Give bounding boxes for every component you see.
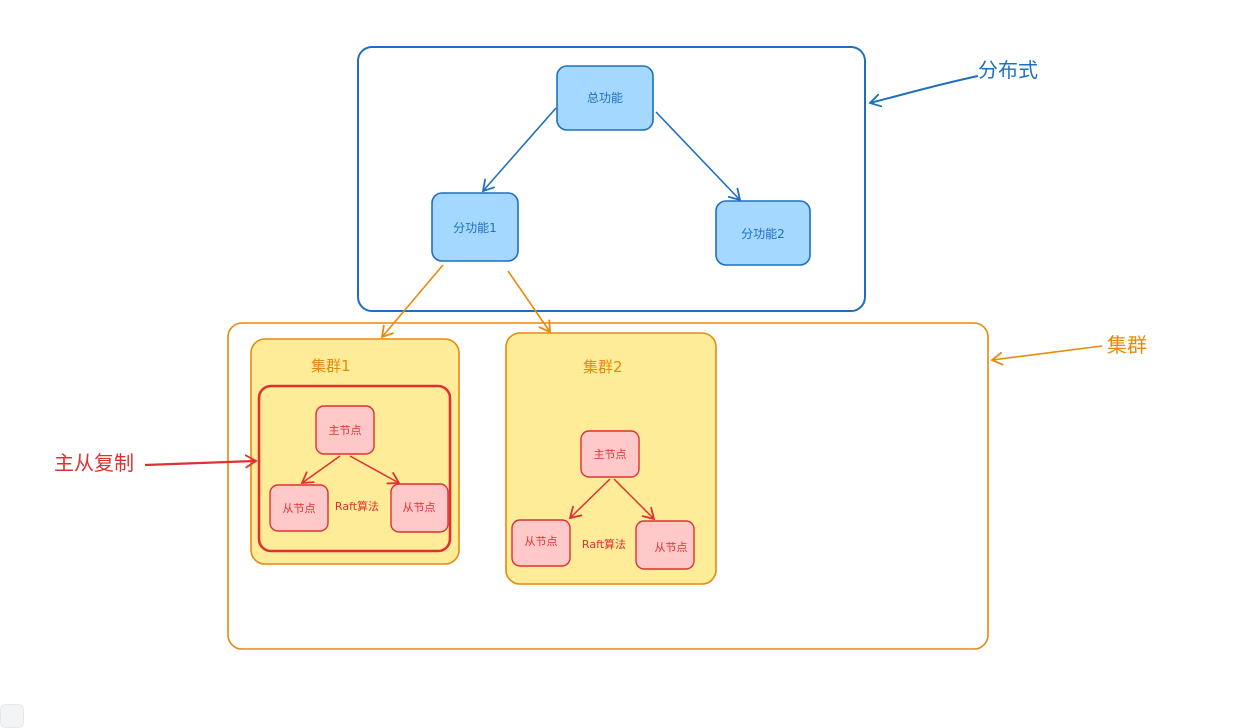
main-function-node: 总功能: [556, 65, 654, 131]
cluster-label: 集群: [1107, 333, 1147, 357]
cluster-1: 集群1 主节点 从节点 从节点 Raft算法: [250, 338, 460, 565]
cluster-1-slave-left-node: 从节点: [269, 484, 329, 532]
cluster-2-slave-left-node: 从节点: [511, 519, 571, 567]
main-function-label: 总功能: [587, 91, 623, 105]
cluster-1-master-node: 主节点: [315, 405, 375, 455]
cluster-1-master-label: 主节点: [329, 424, 362, 437]
cluster-1-arrow-right: [349, 455, 401, 485]
cluster-pointer-arrow: [990, 345, 1103, 366]
cluster-2-slave-left-label: 从节点: [525, 535, 558, 548]
cluster-2-arrow-left: [568, 478, 611, 520]
cluster-1-arrow-left: [300, 455, 341, 485]
cluster-2-master-label: 主节点: [594, 448, 627, 461]
replication-frame: [257, 384, 452, 553]
replication-pointer-arrow: [144, 454, 258, 469]
cluster-2: 集群2 主节点 从节点 从节点 Raft算法: [505, 332, 717, 585]
cluster-2-algorithm: Raft算法: [582, 537, 626, 551]
arrow-sub1-to-cluster2: [507, 270, 551, 334]
cluster-1-slave-right-label: 从节点: [403, 501, 436, 514]
cluster-1-slave-right-node: 从节点: [390, 483, 449, 533]
cluster-2-slave-right-node: 从节点: [635, 520, 695, 570]
cluster-frame: [227, 322, 989, 650]
distributed-frame: [357, 46, 866, 312]
cluster-2-title: 集群2: [583, 358, 623, 376]
arrow-sub1-to-cluster1: [380, 264, 444, 339]
distributed-pointer-arrow: [868, 75, 979, 108]
sub-function-2-node: 分功能2: [715, 200, 811, 266]
cluster-2-arrow-right: [613, 478, 656, 521]
cluster-2-slave-right-label: 从节点: [655, 541, 688, 554]
cluster-2-master-node: 主节点: [580, 430, 640, 478]
distributed-label: 分布式: [978, 58, 1038, 82]
sub-function-1-node: 分功能1: [431, 192, 519, 262]
cluster-1-algorithm: Raft算法: [335, 499, 379, 513]
cluster-1-title: 集群1: [311, 357, 351, 375]
arrow-main-to-sub2: [655, 111, 742, 202]
sub-function-1-label: 分功能1: [453, 221, 497, 235]
cluster-1-slave-left-label: 从节点: [283, 502, 316, 515]
arrow-main-to-sub1: [481, 107, 557, 193]
corner-handle[interactable]: [0, 704, 24, 728]
replication-label: 主从复制: [54, 451, 134, 475]
sub-function-2-label: 分功能2: [741, 227, 785, 241]
